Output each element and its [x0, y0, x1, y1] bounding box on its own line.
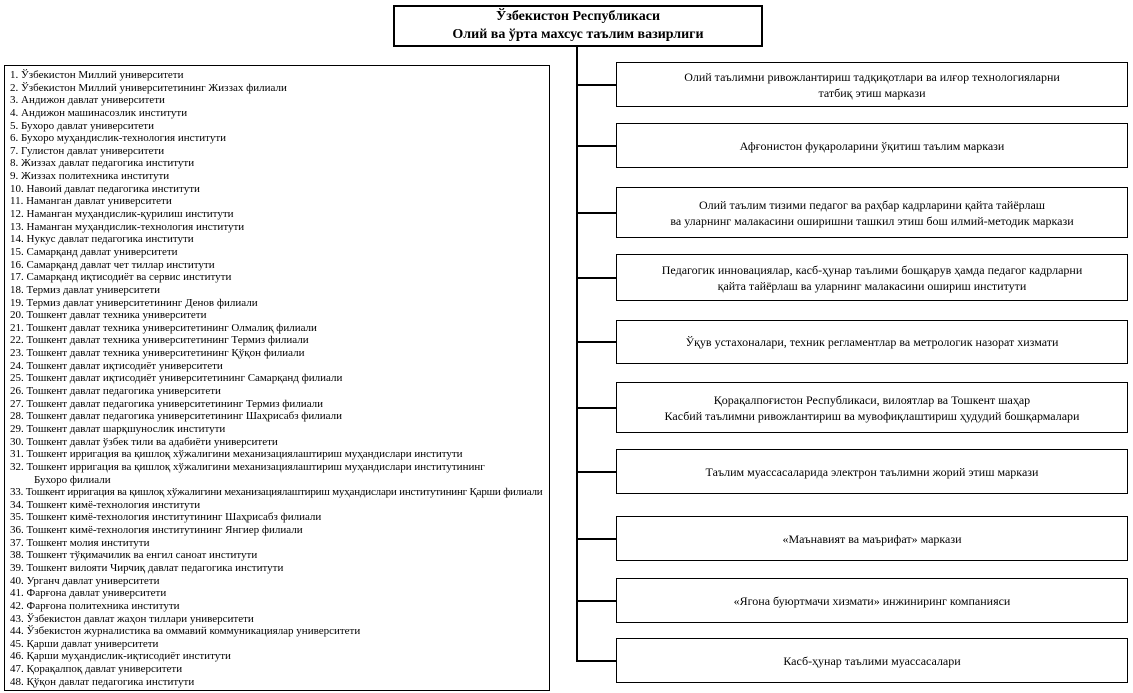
list-item: 7. Гулистон давлат университети	[10, 144, 165, 157]
connector-stub-line	[576, 471, 616, 473]
list-item: 23. Тошкент давлат техника университетин…	[10, 347, 305, 360]
list-item: 44. Ўзбекистон журналистика ва оммавий к…	[10, 625, 361, 638]
list-item: 9. Жиззах политехника институти	[10, 170, 170, 183]
list-item: 24. Тошкент давлат иқтисодиёт университе…	[10, 359, 223, 372]
list-item: 46. Қарши муҳандислик-иқтисодиёт институ…	[10, 650, 231, 663]
list-item: 3. Андижон давлат университети	[10, 94, 165, 107]
list-item: 5. Бухоро давлат университети	[10, 119, 154, 132]
list-item: 42. Фарғона политехника институти	[10, 599, 180, 612]
list-item: 8. Жиззах давлат педагогика институти	[10, 157, 195, 170]
org-box-methodic-center: Олий таълим тизими педагог ва раҳбар кад…	[616, 187, 1128, 238]
list-item: 28. Тошкент давлат педагогика университе…	[10, 410, 343, 423]
list-item: 29. Тошкент давлат шарқшунослик институт…	[10, 422, 226, 435]
connector-stub-line	[576, 341, 616, 343]
list-item: 6. Бухоро муҳандислик-технология институ…	[10, 132, 227, 145]
list-item: 25. Тошкент давлат иқтисодиёт университе…	[10, 372, 343, 385]
connector-stub-line	[576, 600, 616, 602]
connector-stub-line	[576, 212, 616, 214]
connector-stub-line	[576, 145, 616, 147]
list-item: 30. Тошкент давлат ўзбек тили ва адабиёт…	[10, 435, 278, 448]
list-item: 10. Навоий давлат педагогика институти	[10, 182, 200, 195]
list-item: 39. Тошкент вилояти Чирчиқ давлат педаго…	[10, 561, 284, 574]
connector-stub-line	[576, 407, 616, 409]
list-item: 26. Тошкент давлат педагогика университе…	[10, 385, 221, 398]
org-box-manaviyat-center: «Маънавият ва маърифат» маркази	[616, 516, 1128, 561]
org-box-afghan-education-center: Афғонистон фуқароларини ўқитиш таълим ма…	[616, 123, 1128, 168]
list-item: 38. Тошкент тўқимачилик ва енгил саноат …	[10, 549, 258, 562]
list-item: 19. Термиз давлат университетининг Денов…	[10, 296, 258, 309]
org-box-metrology-service: Ўқув устахоналари, техник регламентлар в…	[616, 320, 1128, 364]
list-item: 12. Наманган муҳандислик-қурилиш институ…	[10, 208, 234, 221]
list-item: 16. Самарқанд давлат чет тиллар институт…	[10, 258, 215, 271]
org-box-label: Олий таълим тизими педагог ва раҳбар кад…	[670, 197, 1074, 228]
list-item: 32. Тошкент ирригация ва қишлоқ хўжалиги…	[10, 460, 485, 486]
list-item: 20. Тошкент давлат техника университети	[10, 309, 207, 322]
list-item: 13. Наманган муҳандислик-технология инст…	[10, 220, 245, 233]
connector-stub-line	[576, 84, 616, 86]
list-item: 33. Тошкент ирригация ва қишлоқ хўжалиги…	[10, 486, 543, 499]
org-box-engineering-company: «Ягона буюртмачи хизмати» инжиниринг ком…	[616, 578, 1128, 623]
org-box-regional-departments: Қорақалпоғистон Республикаси, вилоятлар …	[616, 382, 1128, 433]
list-item: 31. Тошкент ирригация ва қишлоқ хўжалиги…	[10, 448, 463, 461]
org-box-label: «Ягона буюртмачи хизмати» инжиниринг ком…	[733, 593, 1011, 608]
list-item: 14. Нукус давлат педагогика институти	[10, 233, 194, 246]
org-box-label: Олий таълимни ривожлантириш тадқиқотлари…	[684, 69, 1060, 100]
list-item: 18. Термиз давлат университети	[10, 283, 161, 296]
org-box-label: Ўқув устахоналари, техник регламентлар в…	[685, 335, 1059, 349]
connector-stub-line	[576, 538, 616, 540]
org-box-vocational-institutions: Касб-ҳунар таълими муассасалари	[616, 638, 1128, 683]
connector-stub-line	[576, 277, 616, 279]
ministry-title-line1: Ўзбекистон Республикаси	[495, 9, 661, 24]
connector-stub-line	[576, 660, 616, 662]
list-item: 4. Андижон машинасозлик институти	[10, 106, 188, 119]
list-item: 17. Самарқанд иқтисодиёт ва сервис инсти…	[10, 271, 232, 284]
list-item: 21. Тошкент давлат техника университетин…	[10, 321, 317, 334]
list-item: 34. Тошкент кимё-технология институти	[10, 498, 201, 511]
org-box-label: Таълим муассасаларида электрон таълимни …	[705, 464, 1039, 479]
list-item: 1. Ўзбекистон Миллий университети	[10, 69, 184, 81]
list-item: 11. Наманган давлат университети	[10, 195, 172, 208]
list-item: 40. Урганч давлат университети	[10, 574, 160, 587]
ministry-title-line2: Олий ва ўрта махсус таълим вазирлиги	[452, 27, 704, 42]
org-box-research-center: Олий таълимни ривожлантириш тадқиқотлари…	[616, 62, 1128, 107]
org-box-label: «Маънавият ва маърифат» маркази	[782, 531, 962, 546]
list-item: 35. Тошкент кимё-технология институтинин…	[10, 511, 322, 524]
list-item: 15. Самарқанд давлат университети	[10, 245, 178, 258]
list-item: 2. Ўзбекистон Миллий университетининг Жи…	[10, 81, 287, 94]
list-item: 45. Қарши давлат университети	[10, 637, 159, 650]
list-item: 43. Ўзбекистон давлат жаҳон тиллари унив…	[10, 612, 254, 625]
org-box-label: Афғонистон фуқароларини ўқитиш таълим ма…	[739, 138, 1005, 153]
list-item: 36. Тошкент кимё-технология институтинин…	[10, 524, 303, 537]
org-box-elearning-center: Таълим муассасаларида электрон таълимни …	[616, 449, 1128, 494]
org-box-label: Қорақалпоғистон Республикаси, вилоятлар …	[664, 392, 1080, 423]
org-box-pedagogic-innovation: Педагогик инновациялар, касб-ҳунар таъли…	[616, 254, 1128, 301]
list-item: 27. Тошкент давлат педагогика университе…	[10, 397, 324, 410]
ministry-title-box: Ўзбекистон Республикаси Олий ва ўрта мах…	[393, 5, 763, 47]
list-item: 41. Фарғона давлат университети	[10, 587, 167, 600]
list-item: 47. Қорақалпоқ давлат университети	[10, 663, 183, 676]
list-item: 48. Қўқон давлат педагогика институти	[10, 675, 195, 688]
org-box-label: Педагогик инновациялар, касб-ҳунар таъли…	[661, 262, 1083, 293]
org-box-label: Касб-ҳунар таълими муассасалари	[783, 653, 961, 668]
connector-trunk-line	[576, 47, 578, 662]
list-item: 22. Тошкент давлат техника университетин…	[10, 334, 309, 347]
list-item: 37. Тошкент молия институти	[10, 536, 150, 549]
